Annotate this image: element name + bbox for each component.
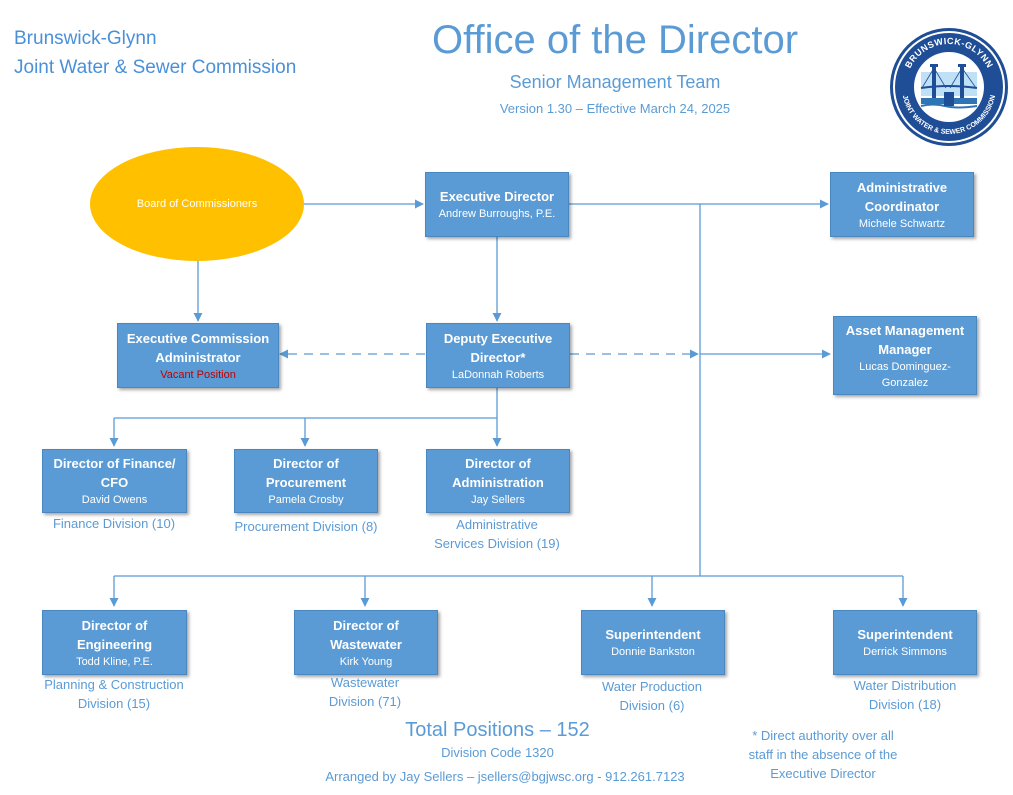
procurement-title-1: Director of xyxy=(273,456,339,471)
engineering-caption-1: Planning & Construction xyxy=(44,677,184,692)
finance-division-caption: Finance Division (10) xyxy=(52,516,176,531)
administration-name: Jay Sellers xyxy=(471,494,525,506)
procurement-title-2: Procurement xyxy=(265,475,347,490)
commission-admin-vacant-label: Vacant Position xyxy=(160,368,236,381)
finance-title-1: Director of Finance/ xyxy=(53,456,176,471)
wastewater-title-2: Wastewater xyxy=(330,636,402,652)
procurement-name: Pamela Crosby xyxy=(268,494,344,506)
bridge-icon xyxy=(920,64,978,109)
wastewater-title-1: Director of xyxy=(333,617,399,633)
administration-caption-1: Administrative xyxy=(456,517,538,532)
administrative-coordinator-box: Administrative Coordinator Michele Schwa… xyxy=(830,172,974,237)
commission-admin-title-2: Administrator xyxy=(155,349,241,365)
administrative-coordinator-title-1: Administrative xyxy=(856,179,948,195)
administration-caption-2: Services Division (19) xyxy=(434,536,560,551)
water-production-caption-1: Water Production xyxy=(602,679,702,694)
water-production-caption-2: Division (6) xyxy=(619,698,685,713)
executive-director-title: Executive Director xyxy=(439,189,555,204)
administrative-coordinator-name: Michele Schwartz xyxy=(858,217,946,230)
org-name-line-2: Joint Water & Sewer Commission xyxy=(14,57,297,78)
wastewater-caption-1: Wastewater xyxy=(330,675,400,690)
asset-manager-name-2: Gonzalez xyxy=(881,376,929,389)
footnote-line-1: * Direct authority over all xyxy=(752,728,894,743)
total-positions: Total Positions – 152 xyxy=(405,719,590,741)
director-of-administration-box: Director of Administration Jay Sellers xyxy=(426,449,570,513)
deputy-executive-director-box: Deputy Executive Director* LaDonnah Robe… xyxy=(426,323,570,388)
wastewater-division-caption: Wastewater Division (71) xyxy=(290,673,440,711)
asset-manager-name-1: Lucas Dominguez- xyxy=(859,360,951,373)
executive-director-box: Executive Director Andrew Burroughs, P.E… xyxy=(425,172,569,237)
engineering-title-1: Director of xyxy=(81,617,148,633)
water-production-name: Donnie Bankston xyxy=(611,646,695,658)
engineering-name: Todd Kline, P.E. xyxy=(76,655,153,668)
administration-title-2: Administration xyxy=(452,475,544,490)
footnote-line-3: Executive Director xyxy=(770,766,876,781)
asset-manager-title-1: Asset Management xyxy=(845,322,965,338)
water-production-superintendent-box: Superintendent Donnie Bankston xyxy=(581,610,725,675)
deputy-director-name: LaDonnah Roberts xyxy=(451,368,545,381)
administration-division-caption: Administrative Services Division (19) xyxy=(412,515,582,553)
water-distribution-title: Superintendent xyxy=(857,627,953,642)
org-name-line-1: Brunswick-Glynn xyxy=(14,28,157,49)
administrative-coordinator-title-2: Coordinator xyxy=(864,198,940,214)
commission-seal-logo: BRUNSWICK-GLYNN JOINT WATER & SEWER COMM… xyxy=(890,28,1008,146)
deputy-footnote: * Direct authority over all staff in the… xyxy=(728,726,918,783)
division-code: Division Code 1320 xyxy=(441,745,554,760)
water-production-division-caption: Water Production Division (6) xyxy=(577,677,727,715)
page-title: Office of the Director xyxy=(431,18,799,62)
page-subtitle: Senior Management Team xyxy=(509,72,721,92)
finance-name: David Owens xyxy=(81,494,148,506)
water-distribution-division-caption: Water Distribution Division (18) xyxy=(826,676,984,714)
water-distribution-name: Derrick Simmons xyxy=(863,646,947,658)
procurement-division-caption: Procurement Division (8) xyxy=(234,519,378,534)
water-production-title: Superintendent xyxy=(605,627,701,642)
director-of-engineering-box: Director of Engineering Todd Kline, P.E. xyxy=(42,610,187,675)
arranged-by-credit: Arranged by Jay Sellers – jsellers@bgjws… xyxy=(325,769,685,784)
director-of-finance-box: Director of Finance/ CFO David Owens xyxy=(42,449,187,513)
board-label: Board of Commissioners xyxy=(136,198,258,210)
executive-commission-administrator-box: Executive Commission Administrator Vacan… xyxy=(117,323,279,388)
engineering-caption-2: Division (15) xyxy=(77,696,151,711)
administration-title-1: Director of xyxy=(465,456,531,471)
asset-manager-title-2: Manager xyxy=(878,341,932,357)
finance-title-2: CFO xyxy=(100,475,129,490)
engineering-division-caption: Planning & Construction Division (15) xyxy=(22,675,206,713)
water-distribution-superintendent-box: Superintendent Derrick Simmons xyxy=(833,610,977,675)
board-of-commissioners-node: Board of Commissioners xyxy=(90,147,304,261)
version-label: Version 1.30 – Effective March 24, 2025 xyxy=(499,101,731,116)
director-of-procurement-box: Director of Procurement Pamela Crosby xyxy=(234,449,378,513)
water-distribution-caption-2: Division (18) xyxy=(868,697,942,712)
wastewater-caption-2: Division (71) xyxy=(328,694,402,709)
asset-management-manager-box: Asset Management Manager Lucas Dominguez… xyxy=(833,316,977,395)
deputy-director-title-1: Deputy Executive xyxy=(443,330,553,346)
director-of-wastewater-box: Director of Wastewater Kirk Young xyxy=(294,610,438,675)
engineering-title-2: Engineering xyxy=(76,636,153,652)
deputy-director-title-2: Director* xyxy=(470,349,526,365)
wastewater-name: Kirk Young xyxy=(339,655,393,668)
footnote-line-2: staff in the absence of the xyxy=(748,747,898,762)
water-distribution-caption-1: Water Distribution xyxy=(853,678,957,693)
commission-admin-title-1: Executive Commission xyxy=(126,330,270,346)
executive-director-name: Andrew Burroughs, P.E. xyxy=(438,208,556,220)
